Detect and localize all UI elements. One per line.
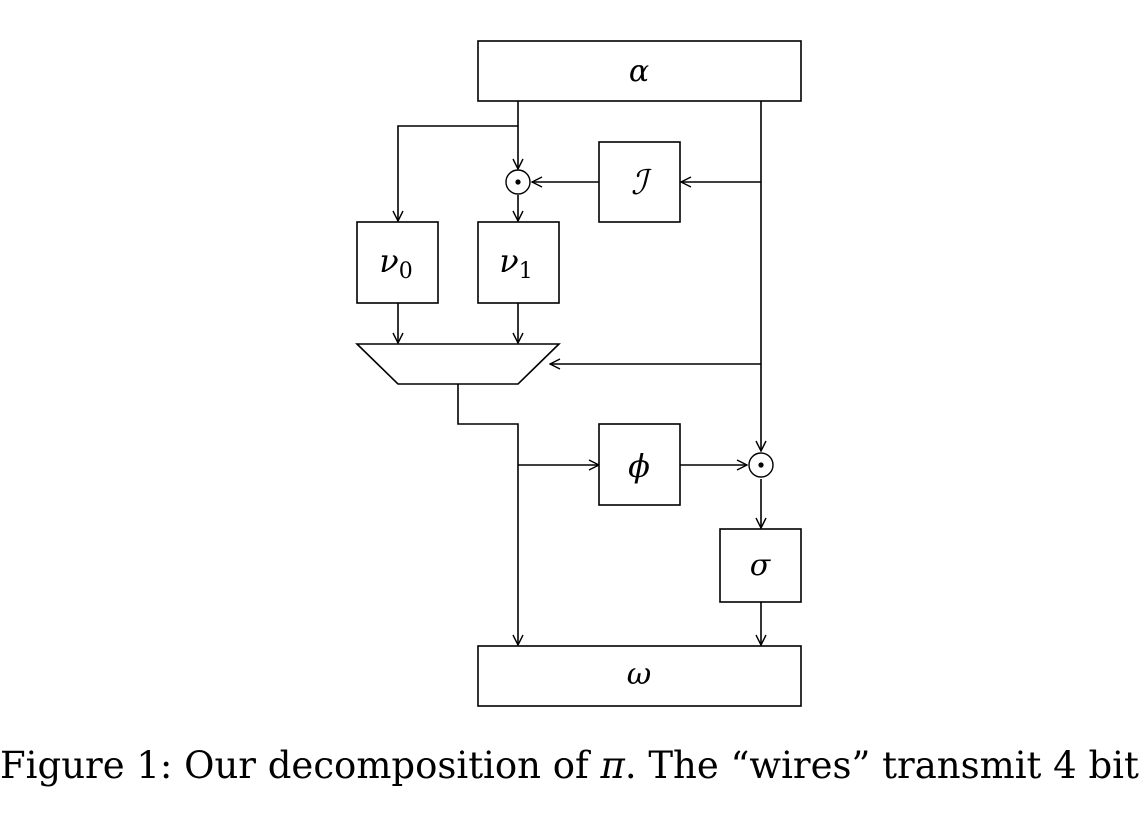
nu1-block: ν1	[477, 221, 560, 304]
nu1-label: ν1	[499, 242, 532, 284]
wire-mux-output	[457, 384, 518, 645]
wires	[398, 101, 761, 645]
phi-label: ϕ	[628, 447, 650, 485]
nu0-block: ν0	[356, 221, 439, 304]
caption-prefix: Figure 1: Our decomposition of	[0, 744, 601, 787]
nu0-label: ν0	[379, 242, 412, 284]
omega-block: ω	[477, 645, 802, 707]
alpha-block: α	[477, 40, 802, 102]
iota-block: ℐ	[598, 141, 681, 223]
phi-block: ϕ	[598, 423, 681, 506]
decomposition-diagram: α ℐ ν0 ν1 ϕ σ ω	[355, 40, 802, 707]
caption-pi-symbol: π	[600, 744, 625, 787]
multiplexer	[355, 343, 561, 385]
caption-suffix: . The “wires” transmit 4 bit.	[624, 744, 1141, 787]
figure-caption: Figure 1: Our decomposition of π. The “w…	[0, 744, 1141, 787]
sigma-label: σ	[750, 548, 772, 583]
odot-right-operator	[748, 452, 774, 478]
omega-label: ω	[627, 657, 651, 692]
wire-alpha-to-nu0	[398, 125, 518, 221]
iota-label: ℐ	[631, 163, 652, 203]
sigma-block: σ	[719, 528, 802, 603]
alpha-label: α	[629, 54, 649, 89]
odot-top-operator	[505, 169, 531, 195]
